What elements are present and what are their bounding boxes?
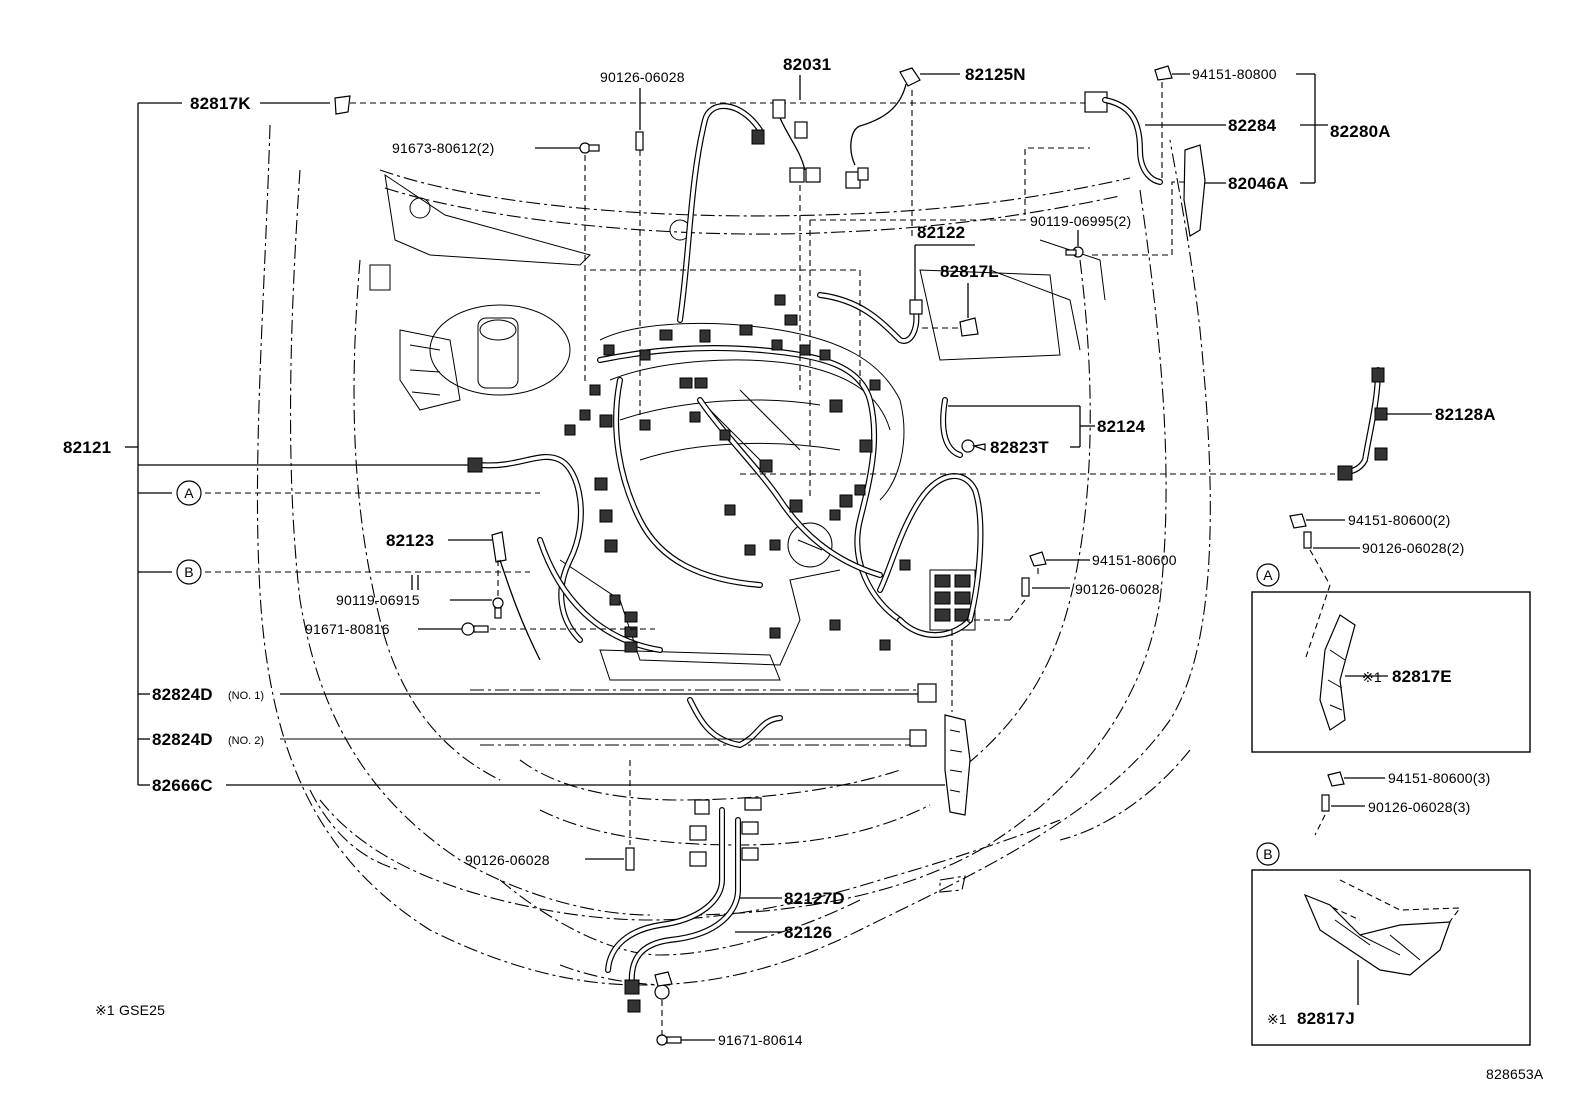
- label-82817K: 82817K: [190, 94, 251, 113]
- label-90126-06028-mid: 90126-06028: [1075, 581, 1160, 597]
- label-mark1-82817J: ※1: [1267, 1011, 1287, 1027]
- left-bracket-82121: [125, 102, 945, 786]
- label-no1: (NO. 1): [228, 690, 264, 702]
- main-harness-82121: [477, 103, 984, 749]
- label-82666C: 82666C: [152, 776, 213, 795]
- label-91673-80612: 91673-80612(2): [392, 140, 494, 156]
- label-82824D-no2: 82824D: [152, 730, 213, 749]
- group-82122: [909, 244, 979, 337]
- label-82123: 82123: [386, 531, 434, 550]
- label-82280A: 82280A: [1330, 122, 1391, 141]
- label-82124: 82124: [1097, 417, 1146, 436]
- connector-82031: [751, 75, 821, 390]
- label-82127D: 82127D: [784, 889, 845, 908]
- label-82823T: 82823T: [990, 438, 1049, 457]
- label-82817E: 82817E: [1392, 667, 1452, 686]
- label-90126-06028-3: 90126-06028(3): [1368, 799, 1470, 815]
- label-91671-80816: 91671-80816: [305, 621, 390, 637]
- vehicle-body-outline: [256, 124, 1211, 986]
- harness-82128A: [740, 367, 1432, 481]
- label-82824D-no1: 82824D: [152, 685, 213, 704]
- callout-A-left: A: [176, 480, 202, 506]
- label-90119-06995: 90119-06995(2): [1030, 213, 1131, 229]
- label-90126-06028-bot: 90126-06028: [465, 852, 550, 868]
- bolt-91673-80612: [535, 142, 600, 385]
- label-90126-06028-top: 90126-06028: [600, 69, 685, 85]
- label-91671-80614: 91671-80614: [718, 1032, 803, 1048]
- sensor-82125N: [845, 67, 960, 240]
- stud-90126-06028-top: [635, 88, 644, 415]
- detail-A-box: [1251, 513, 1531, 753]
- group-82124: [948, 405, 1095, 453]
- label-82121: 82121: [63, 438, 111, 457]
- label-94151-80800: 94151-80800: [1192, 66, 1277, 82]
- label-94151-80600: 94151-80600: [1092, 552, 1177, 568]
- label-82128A: 82128A: [1435, 405, 1496, 424]
- label-82125N: 82125N: [965, 65, 1026, 84]
- detail-B-box: [1251, 771, 1531, 1046]
- label-90126-06028-2: 90126-06028(2): [1362, 540, 1464, 556]
- right-fasteners: [965, 551, 1090, 621]
- callout-B-label: B: [184, 564, 194, 580]
- block-82666C: [944, 630, 971, 816]
- label-94151-80600-2: 94151-80600(2): [1348, 512, 1450, 528]
- diagram-id: 828653A: [1486, 1066, 1544, 1082]
- label-no2: (NO. 2): [228, 735, 264, 747]
- label-90119-06915: 90119-06915: [336, 592, 420, 608]
- callout-B-detail-label: B: [1263, 846, 1273, 862]
- engine-silhouette: [369, 173, 1106, 681]
- part-labels: 82817K 90126-06028 82031 82125N 94151-80…: [63, 55, 1544, 1082]
- callout-B-detail: B: [1256, 842, 1280, 866]
- label-82126: 82126: [784, 923, 832, 942]
- bolt-90119-06995: [1065, 230, 1084, 258]
- label-82046A: 82046A: [1228, 174, 1289, 193]
- label-82817J: 82817J: [1297, 1009, 1355, 1028]
- label-mark1-82817E: ※1: [1362, 669, 1382, 685]
- callout-B-left: B: [176, 559, 202, 585]
- label-82031: 82031: [783, 55, 831, 74]
- label-82817L: 82817L: [940, 262, 999, 281]
- label-82284: 82284: [1228, 116, 1277, 135]
- bottom-fasteners: [585, 760, 715, 1046]
- callout-A-detail-label: A: [1263, 567, 1273, 583]
- footnote-gse25: ※1 GSE25: [95, 1002, 165, 1018]
- group-82280A: [1084, 65, 1328, 256]
- callout-A-detail: A: [1256, 563, 1280, 587]
- callout-A-label: A: [184, 485, 194, 501]
- label-94151-80600-3: 94151-80600(3): [1388, 770, 1490, 786]
- connector-82824D-no1: [917, 683, 937, 703]
- label-82122: 82122: [917, 223, 965, 242]
- group-82123: [411, 531, 655, 661]
- engine-connectors: [564, 294, 911, 653]
- connector-82824D-no2: [909, 729, 927, 747]
- front-harness-82127D: [605, 797, 782, 1013]
